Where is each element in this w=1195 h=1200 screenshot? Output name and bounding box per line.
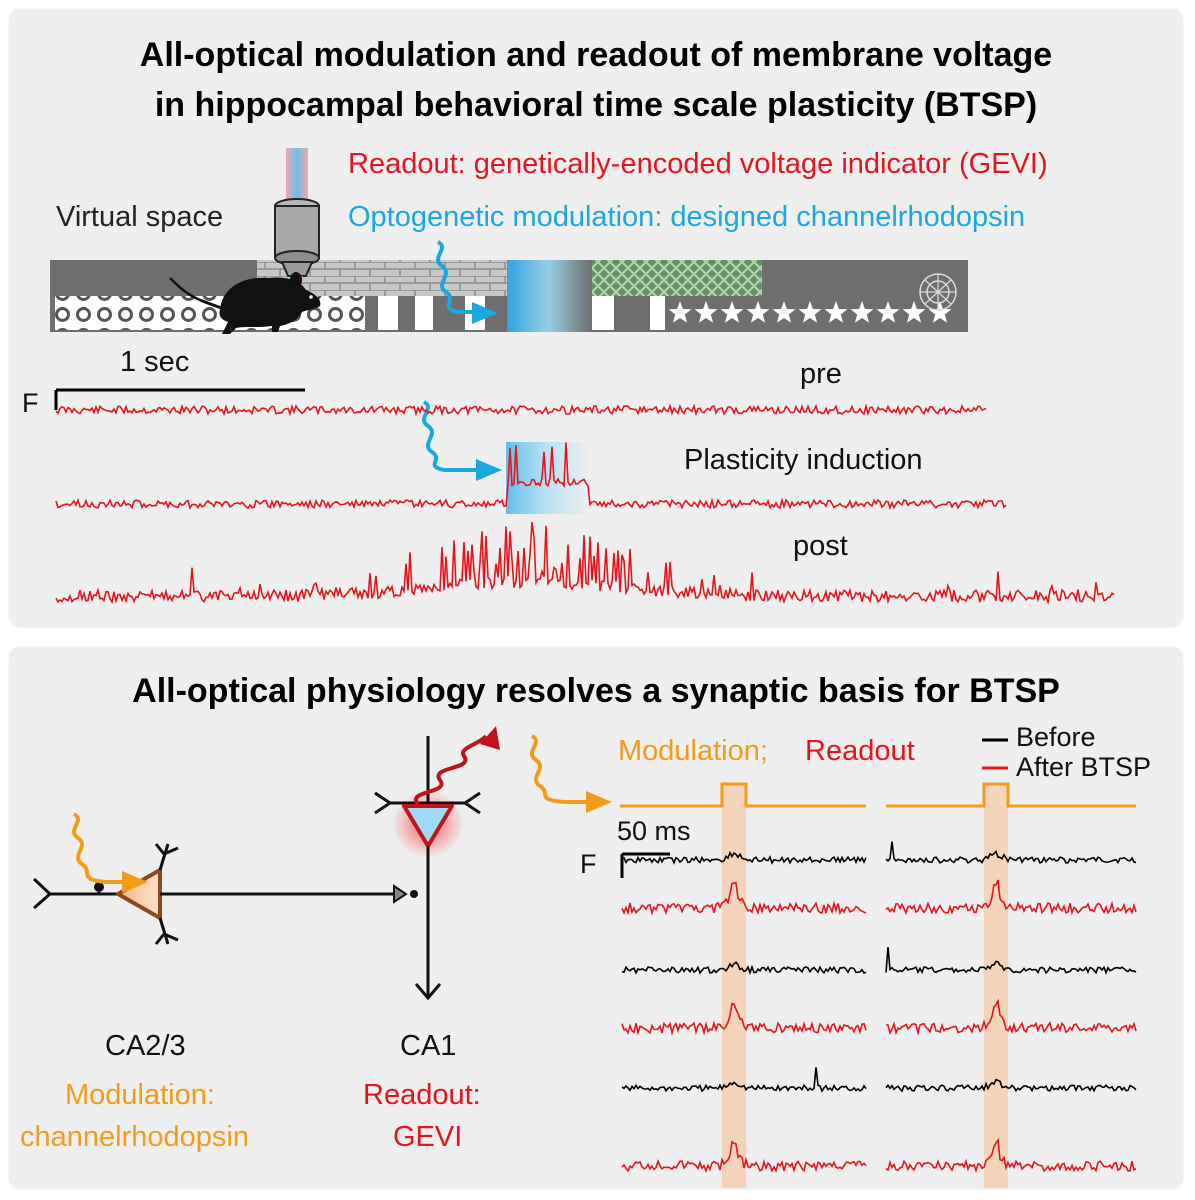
stim-window-right (984, 784, 1008, 1188)
trace-label-pre: pre (800, 358, 842, 390)
trace-grid (621, 841, 1137, 1174)
scale-bar-time-label: 1 sec (120, 346, 190, 378)
star-icon (850, 301, 874, 323)
after-btsp-trace (621, 882, 867, 916)
bottom-panel: All-optical physiology resolves a synapt… (10, 648, 1182, 1188)
stim-window-left (722, 784, 746, 1188)
star-icon (720, 301, 744, 323)
legend-before: Before (1016, 722, 1096, 752)
after-btsp-trace (885, 1137, 1137, 1174)
ca23-desc-line1: Modulation: (65, 1079, 215, 1111)
top-title-line1: All-optical modulation and readout of me… (139, 36, 1053, 74)
before-trace (885, 947, 1137, 975)
after-btsp-trace (621, 1002, 867, 1036)
after-btsp-trace (885, 879, 1137, 916)
stim-trace-right (886, 782, 1136, 808)
light-wave-icon (422, 400, 502, 481)
readout-label: Readout: genetically-encoded voltage ind… (348, 148, 1048, 180)
star-icon (668, 301, 692, 323)
scale-bar-f-label: F (22, 388, 39, 418)
star-icon (902, 301, 926, 323)
scale-bar-time-label: 50 ms (617, 816, 691, 846)
ca1-label: CA1 (400, 1030, 457, 1062)
light-wave-icon (413, 726, 500, 806)
before-trace (621, 850, 867, 865)
trace-post (55, 521, 1115, 605)
before-trace (885, 841, 1137, 865)
bottom-figure (32, 726, 1137, 1188)
star-icon (876, 301, 900, 323)
mouse-icon (169, 272, 321, 334)
star-icon (772, 301, 796, 323)
scale-bar-f-label: F (580, 849, 597, 879)
light-wave-icon (530, 734, 612, 813)
ca23-desc-line2: channelrhodopsin (20, 1121, 249, 1153)
modulation-label: Optogenetic modulation: designed channel… (348, 201, 1026, 233)
after-btsp-trace (886, 998, 1137, 1036)
virtual-track (50, 260, 968, 332)
neuron-icon (374, 736, 481, 1001)
modulation-text: Modulation; (618, 735, 768, 767)
induction-light-window (506, 442, 590, 514)
ca1-desc-line2: GEVI (393, 1121, 463, 1153)
trace-label-post: post (793, 530, 848, 562)
trace-pre (55, 403, 987, 417)
star-row (668, 301, 952, 323)
legend-after: After BTSP (1016, 752, 1152, 782)
star-icon (824, 301, 848, 323)
stim-trace-left (620, 782, 866, 808)
virtual-space-label: Virtual space (56, 201, 224, 233)
scale-bar (620, 852, 670, 878)
scale-bar (54, 388, 305, 410)
star-icon (694, 301, 718, 323)
star-icon (798, 301, 822, 323)
trace-induction (55, 442, 1007, 510)
ca1-desc-line1: Readout: (363, 1079, 481, 1111)
top-figure (50, 148, 1115, 605)
star-icon (746, 301, 770, 323)
ca23-label: CA2/3 (105, 1030, 186, 1062)
before-trace (621, 1067, 867, 1093)
bottom-title: All-optical physiology resolves a synapt… (132, 672, 1060, 710)
before-trace (621, 961, 867, 976)
trace-label-induction: Plasticity induction (684, 444, 923, 476)
before-trace (885, 1078, 1137, 1093)
sphere-icon (919, 273, 957, 311)
neuron-icon (32, 843, 418, 945)
after-btsp-trace (621, 1140, 867, 1173)
light-wave-icon (72, 812, 148, 893)
readout-text: Readout (805, 735, 915, 767)
star-icon (928, 301, 952, 323)
top-title-line2: in hippocampal behavioral time scale pla… (154, 86, 1038, 124)
light-wave-icon (436, 240, 498, 324)
top-panel: All-optical modulation and readout of me… (10, 10, 1182, 626)
